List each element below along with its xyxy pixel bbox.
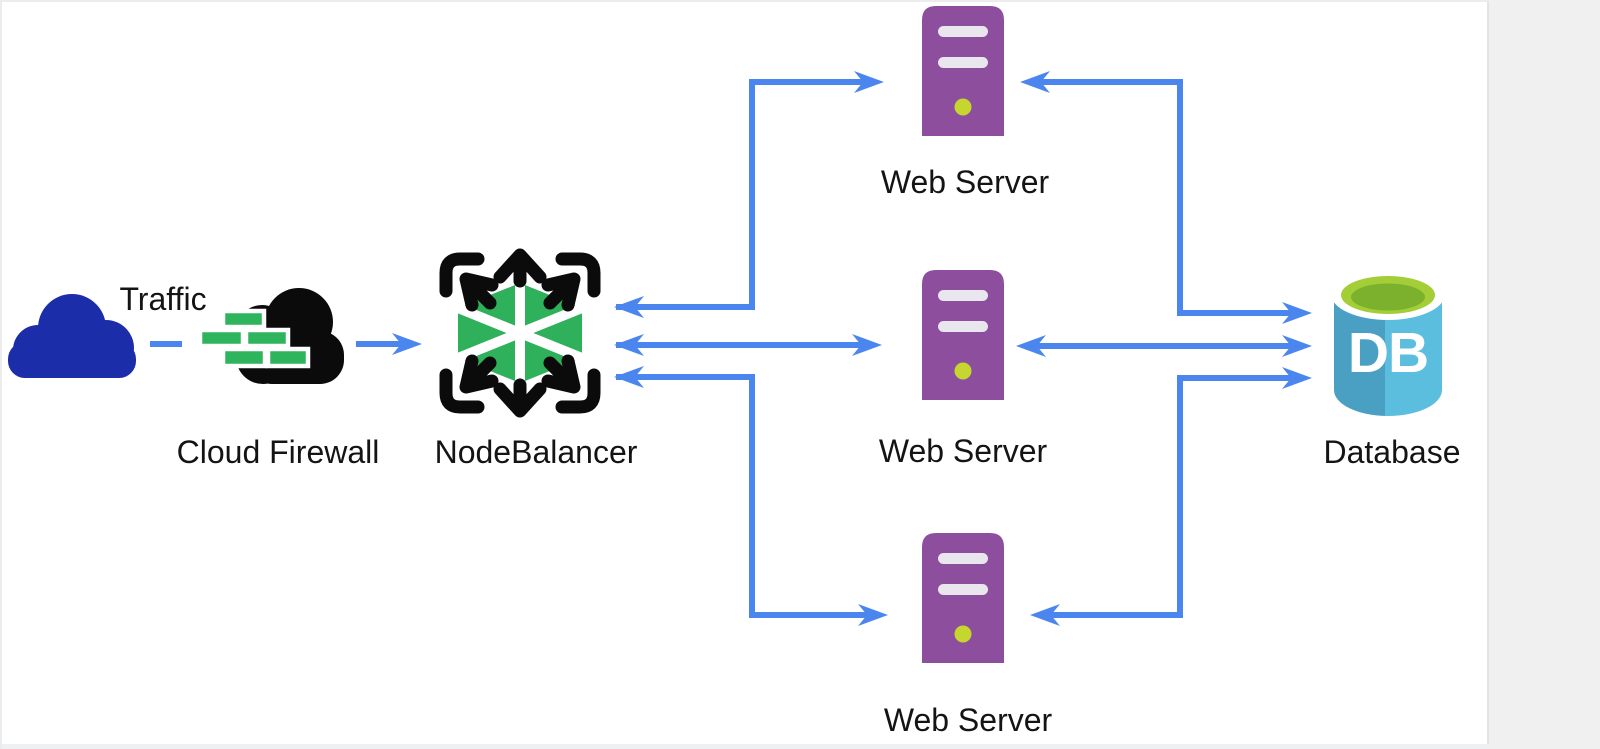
web-server-1-icon: [922, 6, 1004, 136]
database-icon: DB: [1331, 268, 1445, 416]
bottom-border: [0, 744, 1489, 749]
web-server-1-label: Web Server: [881, 164, 1050, 200]
connector-nodebalancer-webserver3: [616, 374, 876, 618]
traffic-cloud-icon: [8, 294, 136, 378]
nodebalancer-icon: [439, 248, 601, 418]
web-server-2-label: Web Server: [879, 433, 1048, 469]
database-badge: DB: [1348, 321, 1428, 385]
connector-nodebalancer-webserver1: [616, 79, 872, 310]
web-server-3-label: Web Server: [884, 702, 1053, 738]
cloud-firewall-label: Cloud Firewall: [177, 434, 380, 470]
nodebalancer-label: NodeBalancer: [435, 434, 638, 470]
connector-webserver3-database: [1042, 375, 1300, 618]
database-label: Database: [1324, 434, 1461, 470]
right-gutter-panel: [1489, 0, 1600, 749]
cloud-firewall-icon: [197, 288, 344, 384]
traffic-label: Traffic: [119, 281, 206, 317]
web-server-3-icon: [922, 533, 1004, 663]
connector-webserver1-database: [1032, 79, 1300, 316]
web-server-2-icon: [922, 270, 1004, 400]
